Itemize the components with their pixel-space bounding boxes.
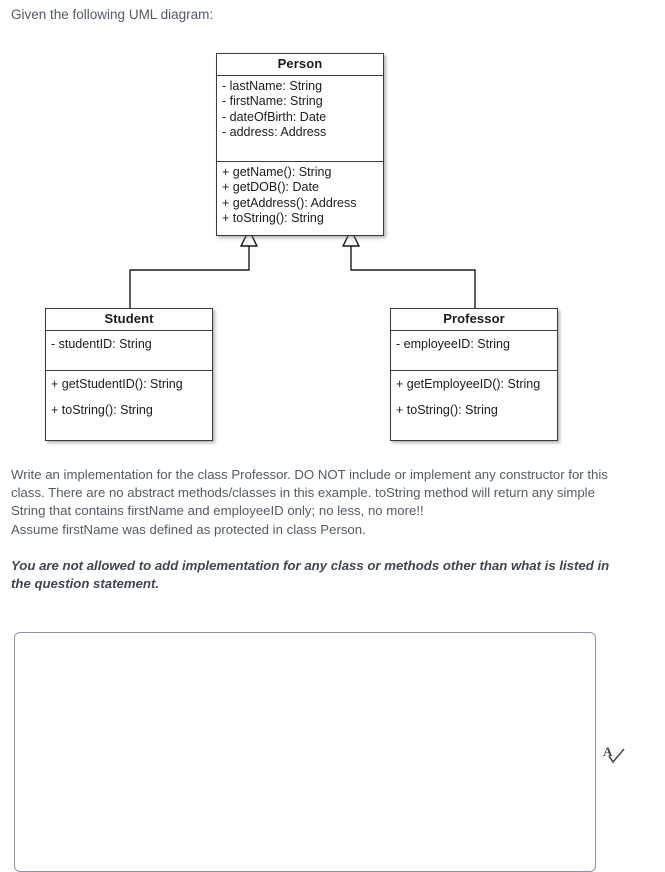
uml-class-person-name: Person — [217, 54, 383, 76]
uml-operation: + getAddress(): Address — [222, 195, 357, 210]
uml-attribute: - studentID: String — [51, 336, 152, 351]
question-paragraph-1: Write an implementation for the class Pr… — [11, 467, 608, 519]
uml-class-professor-operations: + getEmployeeID(): String + toString(): … — [391, 369, 557, 440]
uml-operation: + getStudentID(): String — [51, 376, 183, 391]
uml-class-professor-name: Professor — [391, 309, 557, 331]
uml-class-student: Student - studentID: String + getStudent… — [45, 308, 213, 441]
generalization-line-student — [129, 246, 250, 308]
page-intro-text: Given the following UML diagram: — [11, 7, 214, 22]
uml-class-student-name: Student — [46, 309, 212, 331]
uml-class-professor: Professor - employeeID: String + getEmpl… — [390, 308, 558, 441]
uml-operation: + toString(): String — [396, 403, 498, 417]
spellcheck-icon[interactable]: A — [603, 744, 627, 766]
uml-attribute: - lastName: String — [222, 78, 323, 93]
uml-class-student-attributes: - studentID: String — [46, 331, 212, 370]
uml-diagram: Person - lastName: String - firstName: S… — [0, 40, 665, 441]
question-restriction-note: You are not allowed to add implementatio… — [11, 557, 610, 592]
uml-attribute: - dateOfBirth: Date — [222, 109, 327, 124]
uml-inheritance-connectors — [129, 228, 476, 308]
uml-attribute: - firstName: String — [222, 94, 323, 108]
uml-class-student-operations: + getStudentID(): String + toString(): S… — [46, 369, 212, 440]
uml-operation: + toString(): String — [222, 211, 324, 225]
uml-attribute: - employeeID: String — [396, 336, 510, 351]
uml-operation: + getDOB(): Date — [222, 180, 319, 194]
uml-class-person-operations: + getName(): String + getDOB(): Date + g… — [217, 160, 383, 235]
question-paragraph-2: Assume firstName was defined as protecte… — [11, 521, 366, 537]
uml-operation: + getEmployeeID(): String — [396, 376, 541, 391]
answer-textarea[interactable] — [14, 632, 596, 872]
uml-operation: + toString(): String — [51, 403, 153, 417]
uml-class-person-attributes: - lastName: String - firstName: String -… — [217, 76, 383, 161]
question-statement: Write an implementation for the class Pr… — [11, 466, 611, 593]
uml-attribute: - address: Address — [222, 125, 327, 139]
paragraph-spacer — [11, 539, 611, 557]
generalization-line-professor — [350, 246, 476, 308]
uml-operation: + getName(): String — [222, 164, 332, 179]
uml-class-person: Person - lastName: String - firstName: S… — [216, 53, 384, 236]
svg-text:A: A — [603, 744, 613, 759]
uml-class-professor-attributes: - employeeID: String — [391, 331, 557, 370]
